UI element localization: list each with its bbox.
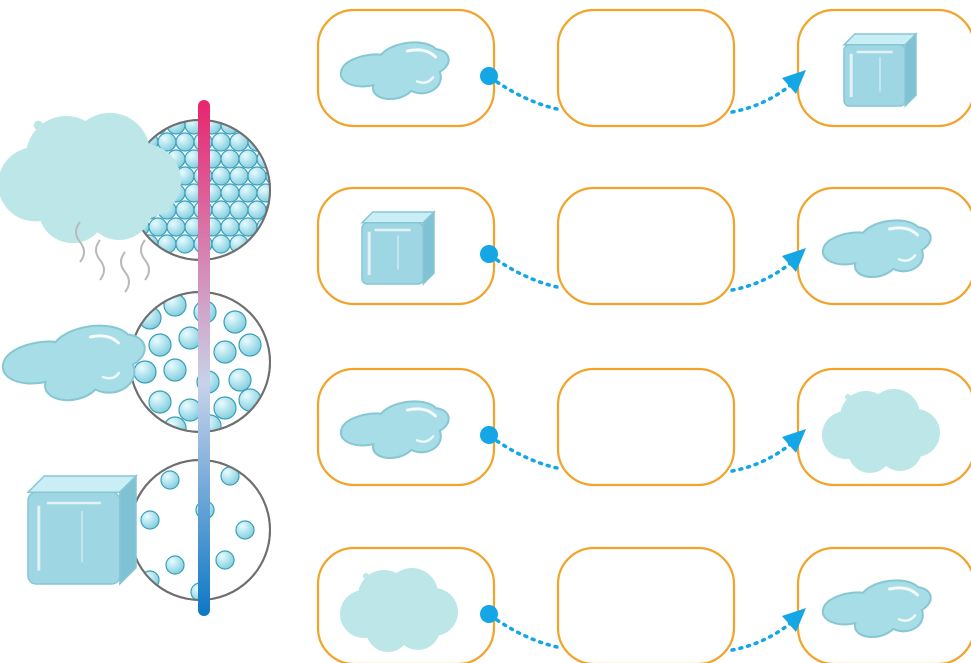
connector-dotted-line bbox=[495, 439, 564, 471]
transition-rows bbox=[316, 8, 971, 663]
transition-row bbox=[316, 367, 971, 487]
connector-start-dot bbox=[480, 67, 498, 85]
connector-dotted-line bbox=[730, 441, 794, 473]
ice-cube-icon bbox=[842, 32, 918, 108]
gas-state-legend bbox=[0, 112, 271, 293]
steam-lines-icon bbox=[75, 221, 150, 293]
ice-cube-icon bbox=[26, 474, 138, 586]
arrowhead-icon bbox=[782, 248, 806, 272]
connector-start-dot bbox=[480, 245, 498, 263]
connector-dotted-line bbox=[730, 620, 794, 652]
transition-row bbox=[316, 8, 971, 128]
ice-cube-icon bbox=[360, 210, 436, 286]
cloud-icon bbox=[340, 568, 458, 652]
answer-box[interactable] bbox=[556, 546, 736, 663]
cloud-icon bbox=[822, 389, 940, 473]
temperature-bar bbox=[198, 100, 210, 616]
answer-box[interactable] bbox=[556, 186, 736, 306]
puddle-icon bbox=[821, 219, 932, 278]
connector-dotted-line bbox=[495, 618, 564, 650]
connector-start-dot bbox=[480, 426, 498, 444]
answer-box[interactable] bbox=[556, 8, 736, 128]
transition-row bbox=[316, 546, 971, 663]
solid-state-legend bbox=[26, 459, 271, 601]
connector-dotted-line bbox=[495, 258, 564, 290]
puddle-icon bbox=[1, 324, 146, 402]
cloud-icon bbox=[0, 112, 181, 244]
connector-dotted-line bbox=[730, 82, 794, 114]
puddle-icon bbox=[339, 400, 450, 459]
legend bbox=[0, 100, 271, 616]
connector-dotted-line bbox=[730, 260, 794, 292]
puddle-icon bbox=[339, 41, 450, 100]
arrowhead-icon bbox=[782, 70, 806, 94]
transition-row bbox=[316, 186, 971, 306]
answer-box[interactable] bbox=[556, 367, 736, 487]
arrowhead-icon bbox=[782, 429, 806, 453]
liquid-state-legend bbox=[1, 291, 271, 433]
puddle-icon bbox=[821, 579, 932, 638]
connector-dotted-line bbox=[495, 80, 564, 112]
connector-start-dot bbox=[480, 605, 498, 623]
arrowhead-icon bbox=[782, 608, 806, 632]
